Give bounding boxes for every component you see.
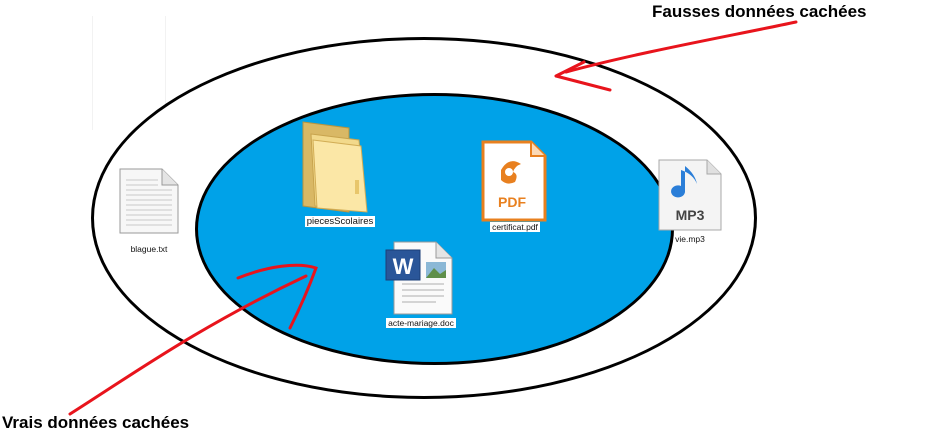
- text-file-icon: [118, 168, 184, 234]
- arrow-real-data: [68, 274, 308, 416]
- file-name-doc: acte-mariage.doc: [386, 318, 456, 328]
- file-item-pdf[interactable]: PDF certificat.pdf: [476, 140, 554, 233]
- file-item-mp3[interactable]: MP3 vie.mp3: [652, 158, 728, 245]
- word-badge: W: [393, 254, 414, 279]
- file-name-mp3: vie.mp3: [675, 234, 705, 244]
- file-item-txt[interactable]: blague.txt: [114, 168, 184, 255]
- file-item-folder[interactable]: piecesScolaires: [292, 120, 388, 227]
- file-item-doc[interactable]: W acte-mariage.doc: [376, 240, 466, 329]
- file-name-pdf: certificat.pdf: [490, 222, 540, 232]
- blank-area: [92, 16, 166, 130]
- label-fake-hidden-data: Fausses données cachées: [652, 2, 867, 21]
- arrowhead-fake-data: [554, 60, 612, 92]
- mp3-badge: MP3: [676, 207, 705, 223]
- label-real-hidden-data: Vrais données cachées: [2, 413, 190, 432]
- arrow-fake-data: [564, 20, 798, 74]
- mp3-file-icon: MP3: [657, 158, 728, 232]
- pdf-file-icon: PDF: [481, 140, 554, 222]
- file-name-folder: piecesScolaires: [304, 216, 376, 227]
- pdf-badge: PDF: [498, 194, 526, 210]
- file-name-txt: blague.txt: [130, 244, 168, 254]
- word-document-icon: W: [384, 240, 466, 316]
- folder-icon: [301, 120, 388, 214]
- arrowhead-real-data: [236, 263, 318, 330]
